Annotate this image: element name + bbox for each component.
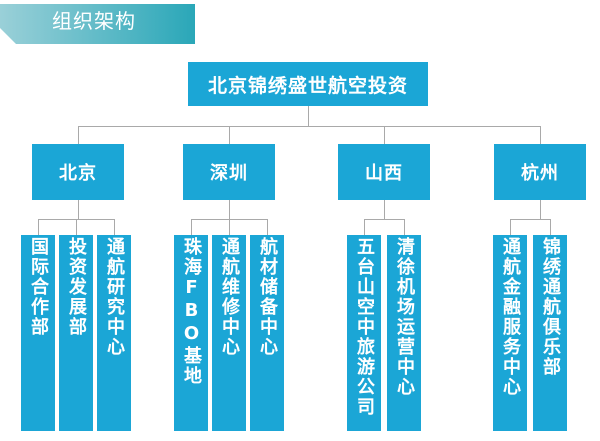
unit-label: 五台山空中旅游公司 <box>354 237 375 417</box>
unit-label: 锦绣通航俱乐部 <box>540 237 561 377</box>
unit-node: 锦绣通航俱乐部 <box>533 235 567 431</box>
city-label: 杭州 <box>521 163 559 184</box>
unit-node: 通航研究中心 <box>97 235 131 431</box>
unit-node: 珠海FBO基地 <box>174 235 208 431</box>
section-header-bar <box>0 4 195 44</box>
unit-node: 清徐机场运营中心 <box>387 235 421 431</box>
city-node-beijing: 北京 <box>32 144 124 200</box>
unit-label: 投资发展部 <box>66 237 87 337</box>
unit-label: 通航金融服务中心 <box>500 237 521 397</box>
unit-node: 国际合作部 <box>21 235 55 431</box>
unit-label: 国际合作部 <box>28 237 49 337</box>
city-node-shanxi: 山西 <box>338 144 430 200</box>
unit-node: 五台山空中旅游公司 <box>347 235 381 431</box>
unit-label: 清徐机场运营中心 <box>394 237 415 397</box>
unit-node: 通航维修中心 <box>212 235 246 431</box>
section-title: 组织架构 <box>52 9 136 33</box>
unit-label: 通航维修中心 <box>219 237 240 357</box>
org-root-label: 北京锦绣盛世航空投资 <box>207 74 408 97</box>
unit-node: 航材储备中心 <box>250 235 284 431</box>
org-root-node: 北京锦绣盛世航空投资 <box>188 62 428 106</box>
city-node-shenzhen: 深圳 <box>183 144 275 200</box>
unit-label: 航材储备中心 <box>257 237 278 357</box>
city-node-hangzhou: 杭州 <box>494 144 586 200</box>
unit-node: 通航金融服务中心 <box>493 235 527 431</box>
unit-label: 通航研究中心 <box>104 237 125 357</box>
city-label: 北京 <box>59 163 97 184</box>
unit-node: 投资发展部 <box>59 235 93 431</box>
unit-label: 珠海FBO基地 <box>181 237 202 386</box>
city-label: 山西 <box>365 163 403 184</box>
city-label: 深圳 <box>210 163 248 184</box>
